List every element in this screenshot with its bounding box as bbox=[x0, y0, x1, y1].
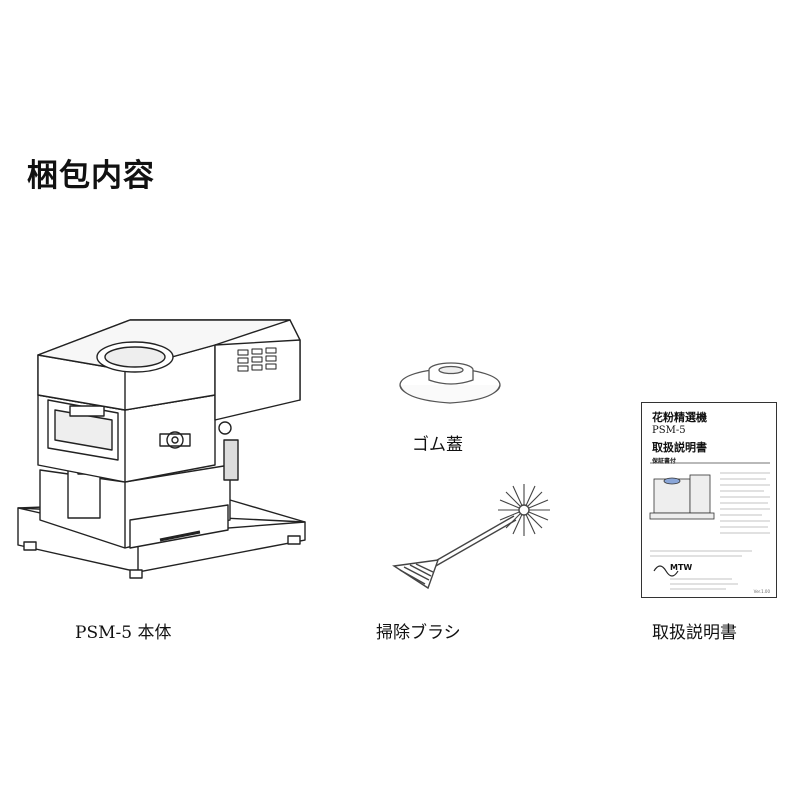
manual-title-line2: PSM-5 bbox=[652, 425, 686, 436]
rubber-lid-drawing bbox=[399, 362, 501, 404]
brush-caption: 掃除ブラシ bbox=[376, 623, 461, 643]
page-title: 梱包内容 bbox=[27, 158, 155, 194]
manual-footer: Ver.1.00 bbox=[753, 589, 770, 594]
manual-caption: 取扱説明書 bbox=[652, 623, 737, 643]
manual-cover: 花粉精選機 PSM-5 取扱説明書 保証書付 MTW Ver.1.00 bbox=[641, 402, 777, 598]
manual-cover-graphics bbox=[649, 462, 770, 590]
rubber-lid-caption: ゴム蓋 bbox=[412, 435, 463, 455]
manual-title-line1: 花粉精選機 bbox=[652, 411, 707, 424]
main-unit-caption: PSM-5 本体 bbox=[75, 623, 172, 643]
psm5-machine-drawing bbox=[17, 319, 306, 579]
cleaning-brush-drawing bbox=[392, 484, 550, 590]
manual-title-line3: 取扱説明書 bbox=[652, 441, 707, 454]
manual-logo: MTW bbox=[670, 563, 693, 572]
manual-title-line4: 保証書付 bbox=[652, 458, 677, 465]
